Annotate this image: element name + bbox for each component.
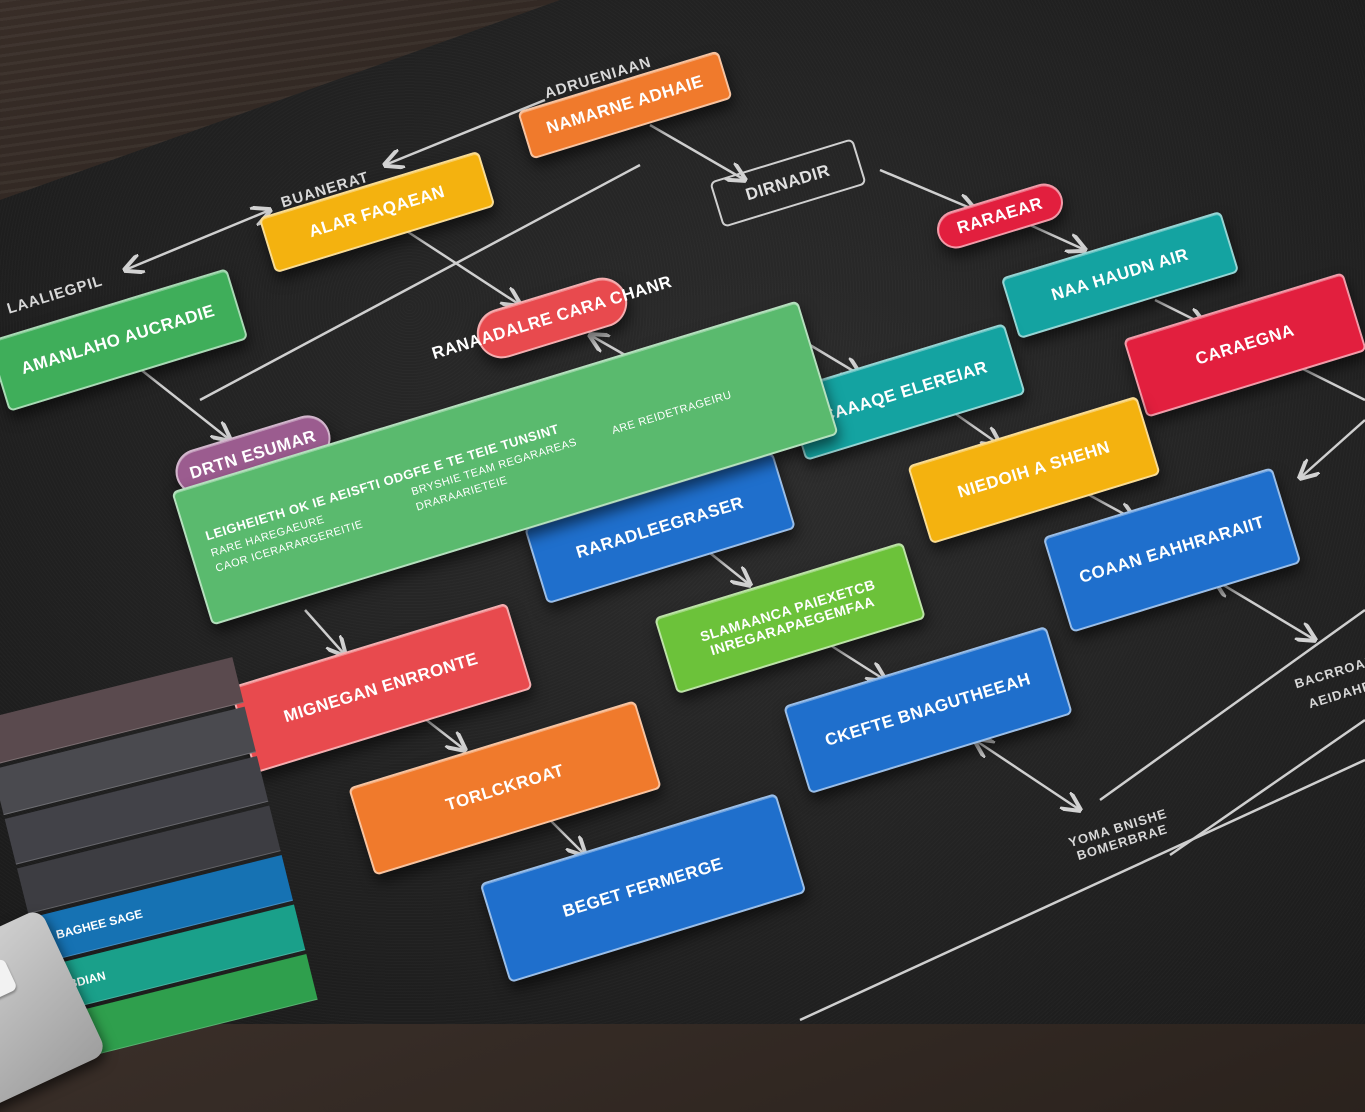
connector-line: [799, 758, 1365, 1022]
connector-line: [125, 210, 270, 270]
connector-line: [1029, 223, 1085, 250]
connector-line: [304, 609, 345, 655]
connector-line: [385, 98, 546, 165]
connector-line: [134, 364, 230, 440]
connector-line: [1215, 580, 1315, 640]
connector-line: [590, 335, 626, 357]
connector-line: [199, 163, 641, 402]
connector-line: [1099, 608, 1365, 802]
connector-line: [829, 643, 885, 680]
connector-line: [975, 740, 1080, 810]
connector-line: [1300, 419, 1365, 478]
connector-line: [649, 123, 745, 180]
keyboard-key: [0, 957, 18, 1009]
connector-line: [879, 168, 975, 210]
connector-line: [1169, 718, 1365, 857]
connector-line: [404, 228, 520, 305]
